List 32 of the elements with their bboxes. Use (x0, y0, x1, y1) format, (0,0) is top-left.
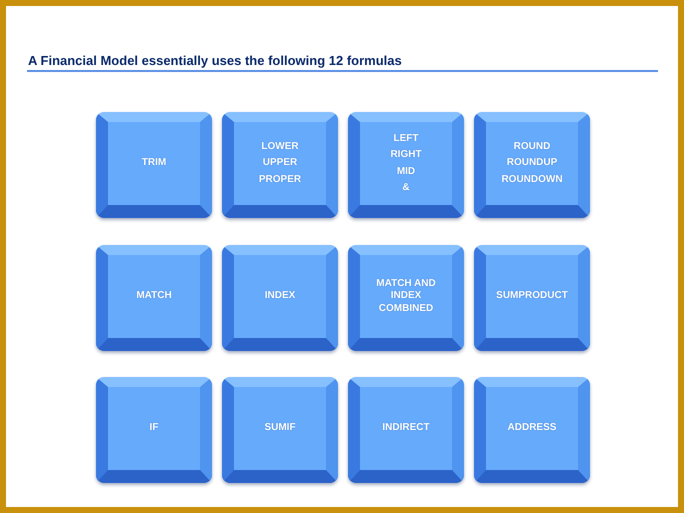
formula-tile (348, 245, 464, 351)
formula-tile (348, 112, 464, 218)
tile-label: ROUND (514, 140, 550, 154)
tile-label: PROPER (258, 174, 302, 186)
tile-label: & (402, 182, 410, 194)
formula-tile (222, 377, 338, 483)
tile-label: LEFT (394, 132, 418, 145)
tile-label: LOWER (261, 140, 299, 154)
tile-label: SUMIF (264, 422, 296, 435)
tile-label: MATCH (136, 290, 172, 303)
tile-label: ROUNDOWN (501, 174, 563, 186)
formula-tile (474, 112, 590, 218)
tile-label: INDIRECT (382, 422, 430, 435)
formula-tile (96, 112, 212, 218)
formula-tile (96, 377, 212, 483)
diagram-title: A Financial Model essentially uses the following 12 formulas (28, 53, 402, 69)
formula-tile (474, 245, 590, 351)
tile-label: RIGHT (390, 149, 422, 162)
tile-label: IF (150, 422, 158, 435)
formula-tile (222, 245, 338, 351)
tile-label: ADDRESS (508, 422, 556, 435)
formula-tile (222, 112, 338, 218)
tile-label: TRIM (142, 157, 166, 170)
tile-label: MID (396, 166, 416, 178)
tile-label: ROUNDUP (506, 157, 558, 170)
tile-label: UPPER (262, 157, 298, 170)
tile-label: MATCH AND INDEX COMBINED (375, 278, 437, 316)
formula-tile (348, 377, 464, 483)
tile-label: SUMPRODUCT (496, 290, 568, 303)
tile-label: INDEX (264, 290, 296, 303)
formula-tile (474, 377, 590, 483)
formula-tile (96, 245, 212, 351)
